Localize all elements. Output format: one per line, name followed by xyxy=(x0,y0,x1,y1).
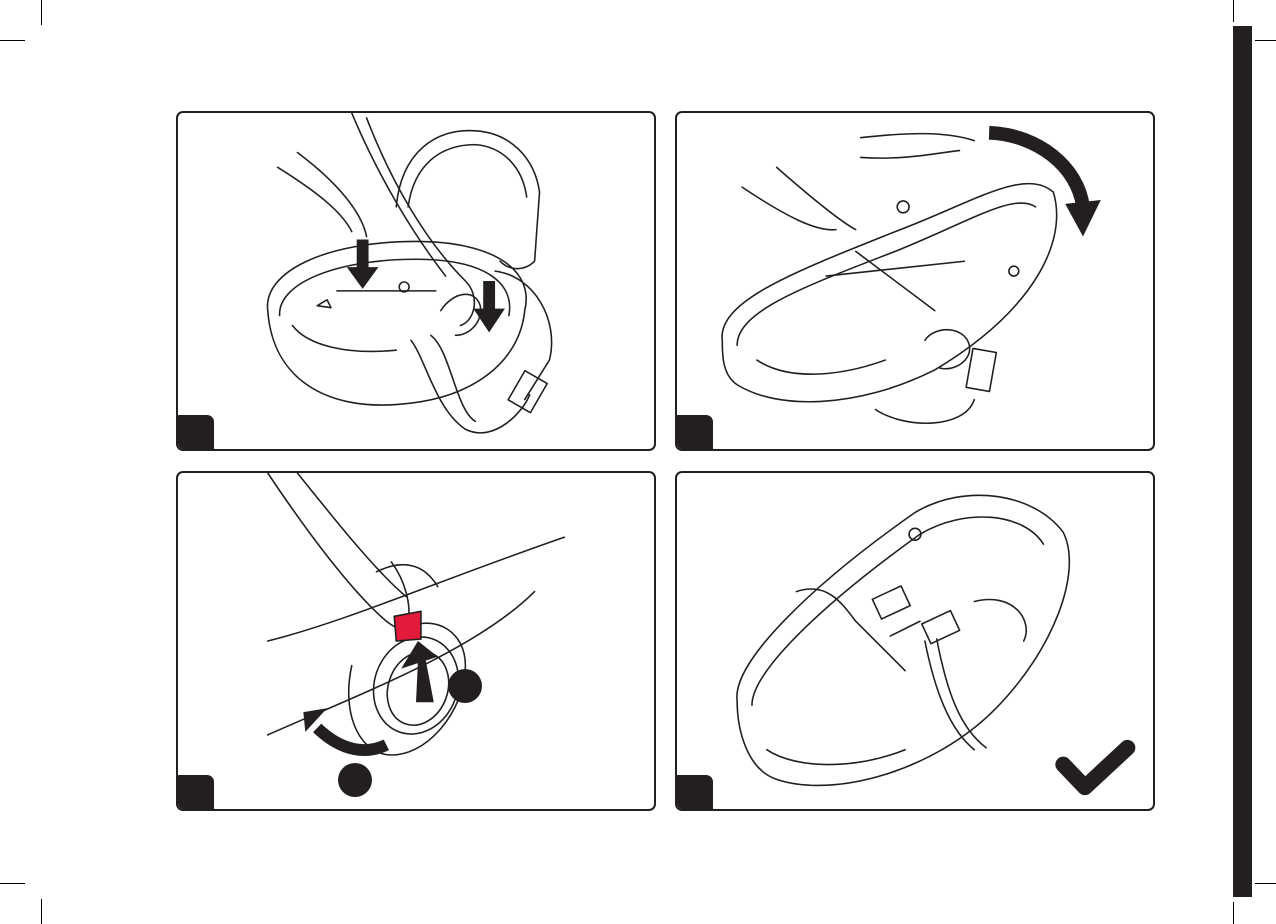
crop-mark xyxy=(41,0,42,25)
crop-mark xyxy=(0,40,25,41)
carrycot-lock-illustration xyxy=(677,113,1153,449)
release-button-illustration xyxy=(178,473,654,809)
up-arrow-icon xyxy=(401,641,438,702)
checkmark-icon xyxy=(1063,748,1127,788)
crop-mark xyxy=(1255,883,1276,884)
step-4-panel xyxy=(675,471,1155,811)
step-1-panel xyxy=(176,111,656,451)
step-a-marker xyxy=(448,669,482,703)
curved-arrow-icon xyxy=(989,133,1101,237)
page-edge-tab xyxy=(1233,26,1252,897)
crop-mark xyxy=(1255,40,1276,41)
crop-mark xyxy=(0,883,25,884)
step-number-marker xyxy=(176,775,214,811)
crop-mark xyxy=(1233,0,1234,22)
step-b-marker xyxy=(338,763,372,797)
step-number-marker xyxy=(176,415,214,451)
step-3-panel xyxy=(176,471,656,811)
down-arrow-icon xyxy=(347,239,505,332)
step-2-panel xyxy=(675,111,1155,451)
release-tab-highlight xyxy=(394,611,421,641)
carrycot-attach-illustration xyxy=(178,113,654,449)
carrycot-complete-illustration xyxy=(677,473,1153,809)
crop-mark xyxy=(1233,902,1234,924)
step-number-marker xyxy=(675,775,713,811)
step-number-marker xyxy=(675,415,713,451)
rotate-arrow-icon xyxy=(303,708,386,750)
crop-mark xyxy=(41,899,42,924)
